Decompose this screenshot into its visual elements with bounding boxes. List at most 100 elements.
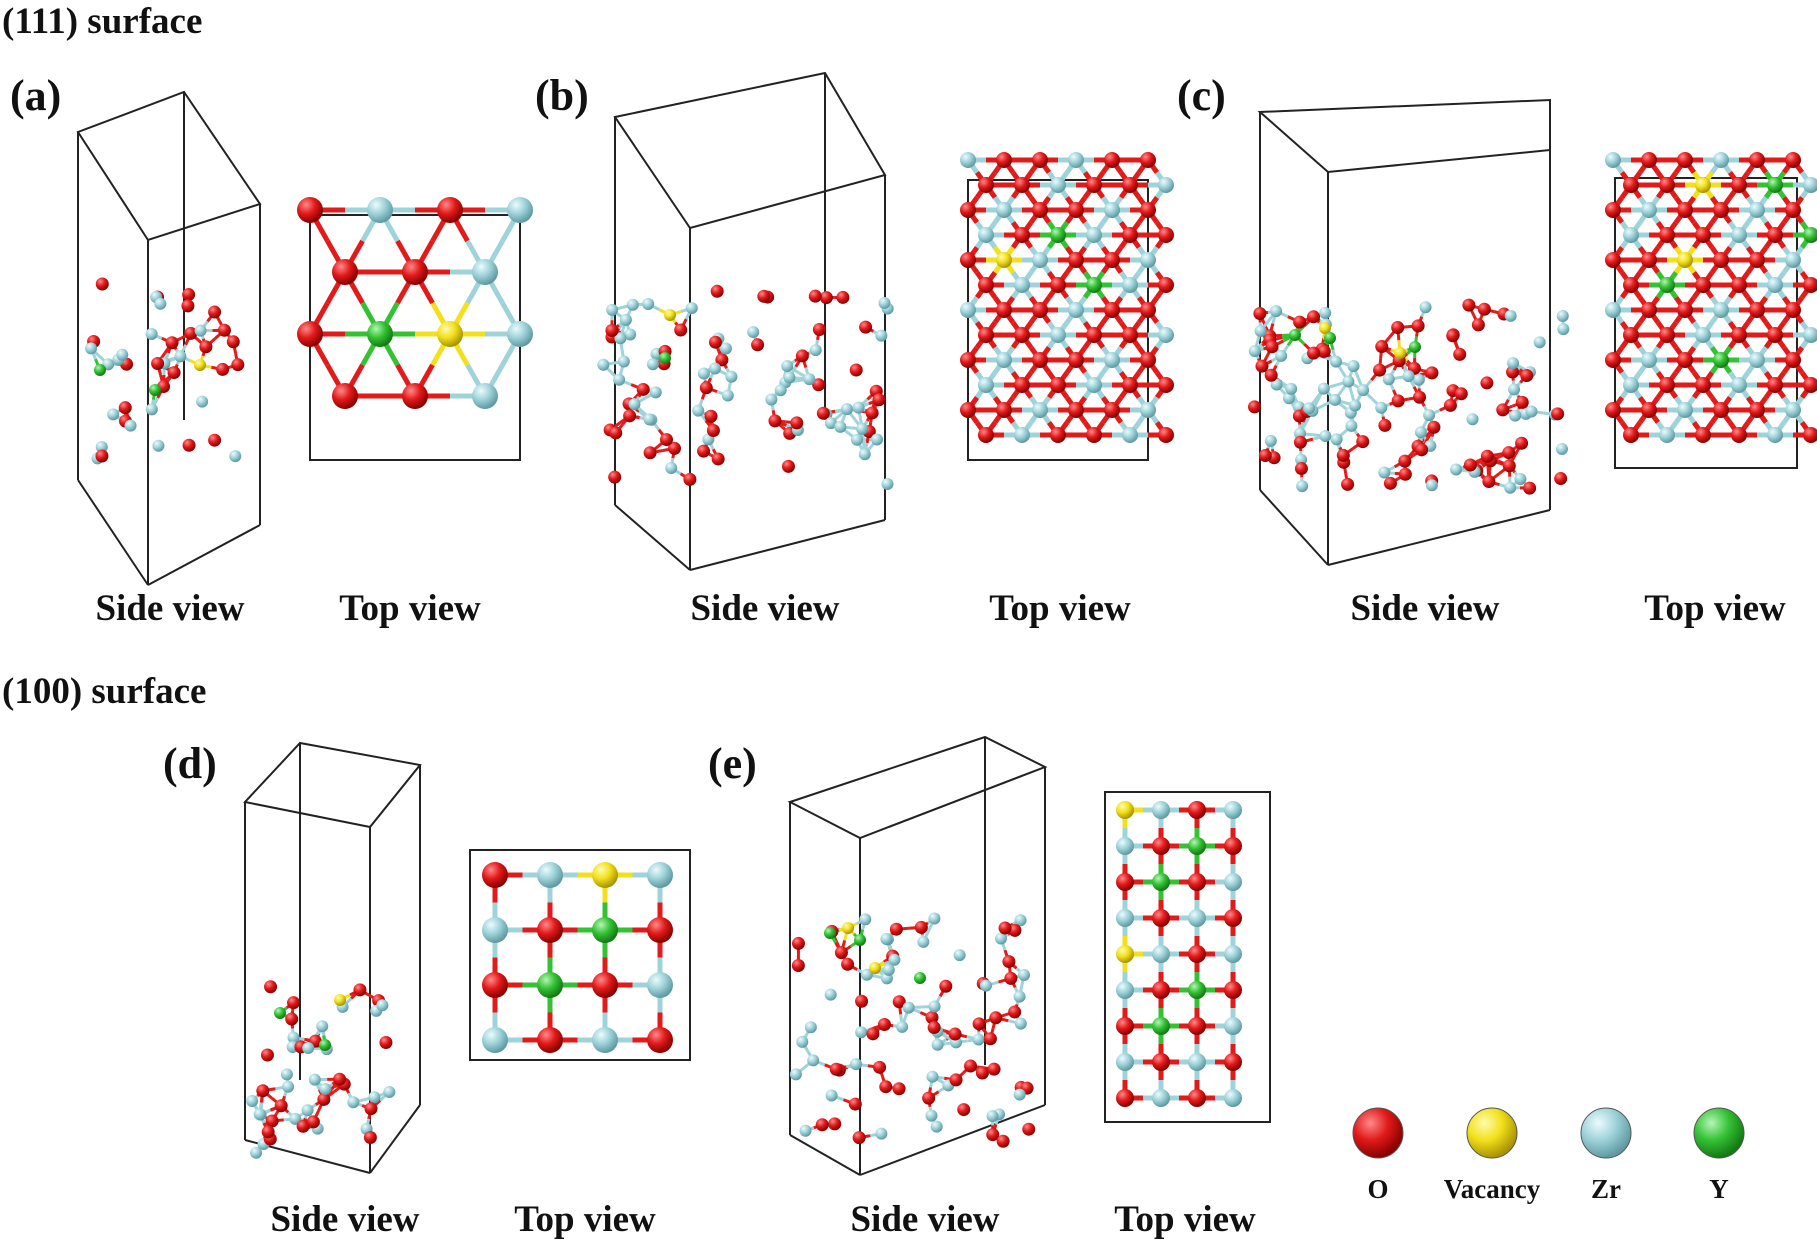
atom	[914, 972, 926, 984]
atom	[1224, 801, 1242, 819]
atom	[1767, 427, 1783, 443]
atom	[636, 382, 650, 396]
atom	[367, 197, 393, 223]
atom	[699, 381, 713, 395]
atom	[1443, 398, 1457, 412]
atom	[296, 1119, 310, 1133]
atom	[363, 1130, 377, 1144]
atom	[208, 305, 222, 319]
atom	[1032, 202, 1048, 218]
atom	[1224, 837, 1242, 855]
atom	[274, 1099, 288, 1113]
atom	[1623, 177, 1639, 193]
atom	[606, 303, 619, 316]
atom	[1412, 373, 1425, 386]
atom	[1803, 177, 1817, 193]
atom	[1641, 302, 1657, 318]
atom	[1391, 394, 1405, 408]
atom	[226, 335, 240, 349]
atom	[1140, 402, 1156, 418]
atom	[1086, 427, 1102, 443]
panel-label-e: (e)	[708, 739, 757, 788]
atom	[623, 409, 637, 423]
legend-ball-vacancy	[1466, 1107, 1518, 1159]
atom	[957, 1103, 971, 1117]
atom	[692, 404, 705, 417]
atom	[960, 352, 976, 368]
atom	[1785, 352, 1801, 368]
atom	[1375, 340, 1389, 354]
atom	[877, 1018, 891, 1032]
section-title-100: (100) surface	[2, 671, 207, 712]
atom	[256, 1084, 270, 1098]
atom	[1347, 360, 1360, 373]
atom	[149, 384, 161, 396]
atom	[930, 1120, 943, 1133]
atom	[1659, 427, 1675, 443]
atom	[472, 383, 498, 409]
atom	[617, 355, 630, 368]
atom	[1551, 407, 1565, 421]
atom	[507, 321, 533, 347]
atom	[1695, 327, 1711, 343]
atom	[537, 917, 563, 943]
atom	[383, 1086, 396, 1099]
atom	[1032, 402, 1048, 418]
atom	[852, 401, 865, 414]
atom	[1104, 352, 1120, 368]
atom	[683, 472, 697, 486]
atom	[1623, 327, 1639, 343]
atom	[647, 862, 673, 888]
atom	[253, 1108, 266, 1121]
atom	[1695, 177, 1711, 193]
atom	[217, 323, 231, 337]
atom	[306, 1115, 320, 1129]
atom	[1749, 152, 1765, 168]
atom	[852, 1131, 866, 1145]
atom	[1402, 370, 1415, 383]
atom	[1641, 152, 1657, 168]
atom	[1480, 449, 1494, 463]
atom	[1014, 277, 1030, 293]
atom	[975, 1066, 989, 1080]
atom	[107, 408, 120, 421]
atom	[1398, 454, 1412, 468]
atom	[1427, 420, 1441, 434]
atom	[1013, 990, 1026, 1003]
atom	[1767, 377, 1783, 393]
panel-b-side-view	[597, 71, 894, 571]
panel-a-top-view	[297, 197, 533, 461]
panel-e-side-label: Side view	[850, 1199, 1000, 1240]
atom	[1104, 402, 1120, 418]
atom	[1336, 448, 1350, 462]
atom	[1731, 227, 1747, 243]
atom	[151, 356, 165, 370]
atom	[1357, 384, 1370, 397]
atom	[1068, 402, 1084, 418]
atom	[704, 409, 718, 423]
atom	[927, 1021, 941, 1035]
atom	[1116, 981, 1134, 999]
atom	[1224, 873, 1242, 891]
atom	[914, 920, 928, 934]
atom	[1556, 310, 1569, 323]
atom	[597, 358, 610, 371]
atom	[1104, 202, 1120, 218]
atom	[1253, 306, 1267, 320]
atom	[986, 1110, 999, 1123]
atom	[1032, 152, 1048, 168]
atom	[118, 401, 132, 415]
legend-label-vacancy: Vacancy	[1443, 1174, 1541, 1204]
atom	[996, 202, 1012, 218]
atom	[1507, 357, 1520, 370]
atom	[960, 152, 976, 168]
atom	[1004, 971, 1018, 985]
atom	[332, 383, 358, 409]
atom	[647, 972, 673, 998]
atom	[799, 1124, 812, 1137]
atom	[1152, 801, 1170, 819]
atom	[796, 1035, 809, 1048]
atom	[1140, 302, 1156, 318]
atom	[986, 1128, 1000, 1142]
atom	[174, 350, 187, 363]
